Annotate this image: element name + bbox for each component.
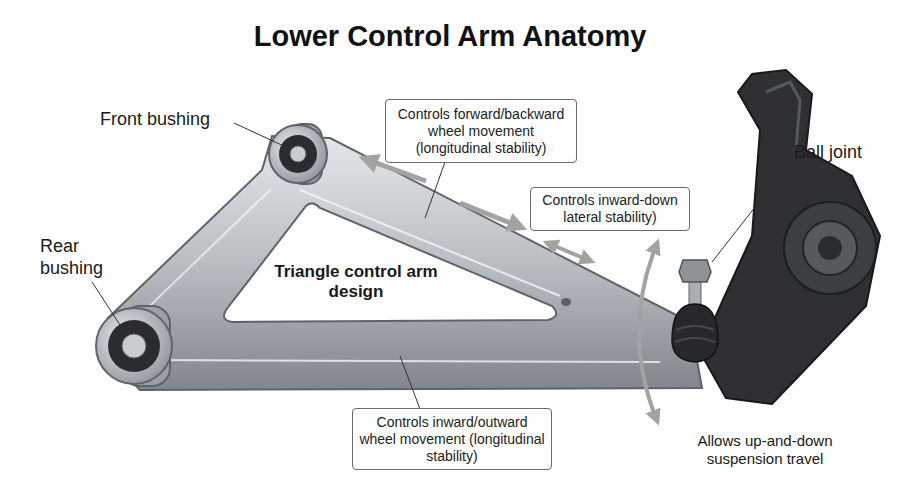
leader-line xyxy=(400,356,420,409)
arm-highlight xyxy=(130,190,270,325)
bushing-core xyxy=(290,146,306,162)
leader-line xyxy=(92,282,122,328)
callout-box: Controls inward-down lateral stability) xyxy=(530,187,690,231)
callout-text: Controls forward/backward wheel movement… xyxy=(392,106,570,157)
callout-text: Controls inward/outward wheel movement (… xyxy=(359,414,545,465)
ball-joint-boot xyxy=(672,304,718,362)
part-label: Triangle control arm design xyxy=(272,262,440,303)
motion-arrow xyxy=(368,160,426,181)
arm-hole xyxy=(561,298,571,306)
motion-arrow xyxy=(460,203,518,226)
callout-text: Controls inward-down lateral stability) xyxy=(537,192,683,226)
part-label: Allows up-and-down suspension travel xyxy=(662,432,868,468)
callout-text-group: Controls inward/outward wheel movement (… xyxy=(359,414,545,465)
callout-box: Controls forward/backward wheel movement… xyxy=(385,99,577,163)
hub-flange xyxy=(784,202,876,294)
part-label: Front bushing xyxy=(100,109,240,131)
steering-knuckle xyxy=(700,70,880,404)
leader-line xyxy=(234,123,288,148)
hub-center xyxy=(818,236,842,260)
part-label: Rear bushing xyxy=(40,236,130,279)
boot-ribs xyxy=(675,326,715,342)
front-bushing xyxy=(269,125,327,183)
part-label: Ball joint xyxy=(794,142,894,164)
knuckle-highlight xyxy=(766,82,800,150)
hub-bore xyxy=(803,221,857,275)
control-arm-body xyxy=(102,136,702,390)
bushing-rubber xyxy=(108,320,160,372)
arm-highlight xyxy=(150,360,660,362)
rear-bushing xyxy=(96,308,172,384)
callout-box: Controls inward/outward wheel movement (… xyxy=(352,408,552,470)
leader-line xyxy=(425,162,445,218)
diagram-title: Lower Control Arm Anatomy xyxy=(0,20,900,53)
motion-arrow xyxy=(550,244,588,260)
bushing-rubber xyxy=(279,135,317,173)
bushing-core xyxy=(122,334,146,358)
callout-text-group: Controls forward/backward wheel movement… xyxy=(392,106,570,157)
ball-joint-nut xyxy=(679,260,711,282)
callout-text-group: Controls inward-down lateral stability) xyxy=(537,192,683,226)
leader-line xyxy=(712,160,792,262)
travel-arrow xyxy=(639,246,656,418)
